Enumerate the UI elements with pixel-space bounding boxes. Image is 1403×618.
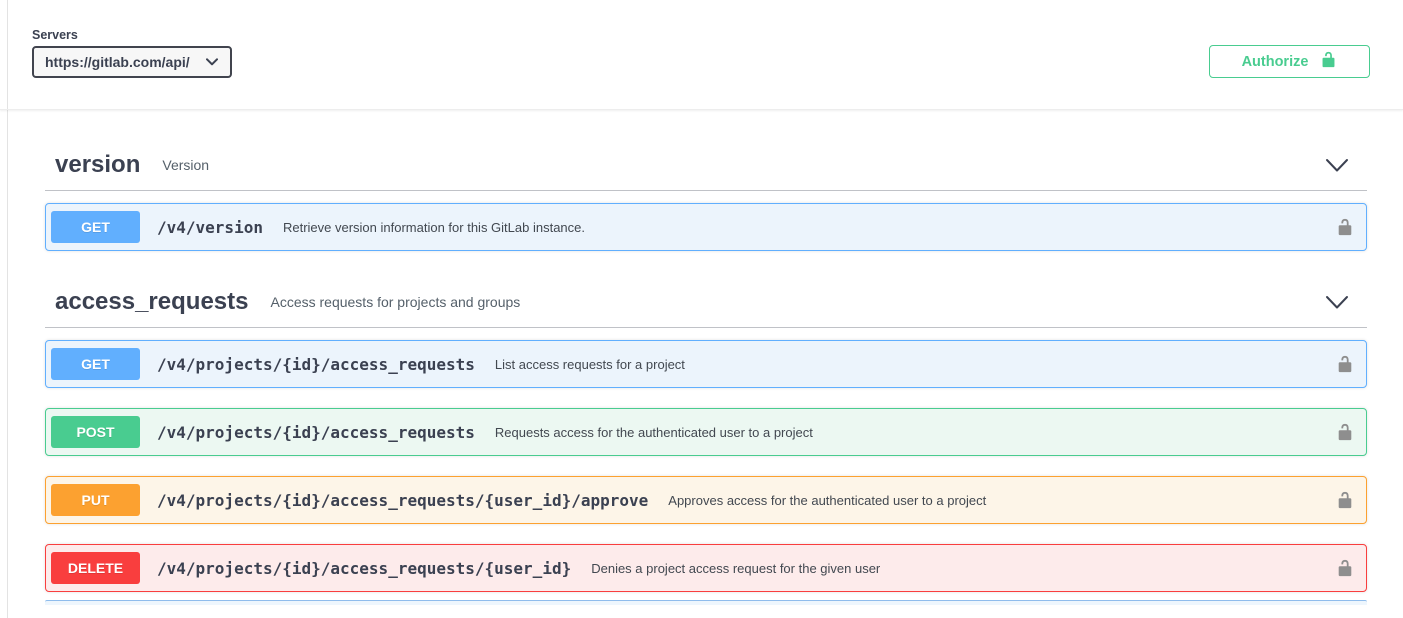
tag-title: version bbox=[55, 151, 141, 178]
unlock-icon bbox=[1338, 423, 1352, 441]
method-badge: GET bbox=[51, 348, 140, 380]
authorization-lock-button[interactable] bbox=[1336, 559, 1354, 577]
authorize-button[interactable]: Authorize bbox=[1209, 45, 1370, 78]
tag-header-version[interactable]: version Version bbox=[45, 140, 1367, 191]
operation-path: /v4/projects/{id}/access_requests/{user_… bbox=[157, 490, 649, 510]
operation-summary: Retrieve version information for this Gi… bbox=[282, 219, 585, 235]
authorization-lock-button[interactable] bbox=[1336, 355, 1354, 373]
operation-path: /v4/projects/{id}/access_requests bbox=[157, 422, 475, 442]
server-select-value: https://gitlab.com/api/ bbox=[45, 54, 190, 70]
operation-summary: Denies a project access request for the … bbox=[591, 560, 881, 576]
tag-title: access_requests bbox=[55, 288, 249, 315]
tag-header-access-requests[interactable]: access_requests Access requests for proj… bbox=[45, 277, 1367, 328]
authorization-lock-button[interactable] bbox=[1336, 423, 1354, 441]
servers-label: Servers bbox=[32, 28, 78, 42]
unlock-icon bbox=[1338, 559, 1352, 577]
operation-row-get-version[interactable]: GET /v4/version Retrieve version informa… bbox=[45, 203, 1367, 251]
authorization-lock-button[interactable] bbox=[1336, 218, 1354, 236]
operation-summary: Approves access for the authenticated us… bbox=[668, 492, 987, 508]
operation-summary: List access requests for a project bbox=[494, 356, 685, 372]
authorization-lock-button[interactable] bbox=[1336, 491, 1354, 509]
tag-description: Version bbox=[162, 157, 210, 173]
tag-section-access-requests: access_requests Access requests for proj… bbox=[45, 277, 1367, 605]
tag-description: Access requests for projects and groups bbox=[270, 294, 521, 310]
scheme-container: Servers https://gitlab.com/api/ Authoriz… bbox=[0, 0, 1403, 110]
operation-path: /v4/projects/{id}/access_requests/{user_… bbox=[157, 558, 572, 578]
method-badge: GET bbox=[51, 211, 140, 243]
chevron-down-icon bbox=[205, 58, 218, 66]
partial-next-operation-row bbox=[45, 600, 1367, 605]
unlock-icon bbox=[1338, 355, 1352, 373]
operation-row-put-approve[interactable]: PUT /v4/projects/{id}/access_requests/{u… bbox=[45, 476, 1367, 524]
method-badge: POST bbox=[51, 416, 140, 448]
unlock-icon bbox=[1338, 491, 1352, 509]
server-select[interactable]: https://gitlab.com/api/ bbox=[32, 46, 232, 78]
api-main: version Version GET /v4/version Retrieve… bbox=[0, 140, 1403, 605]
tag-section-version: version Version GET /v4/version Retrieve… bbox=[45, 140, 1367, 251]
authorize-button-label: Authorize bbox=[1241, 53, 1309, 70]
unlock-icon bbox=[1338, 218, 1352, 236]
chevron-down-icon bbox=[1325, 295, 1349, 310]
method-badge: PUT bbox=[51, 484, 140, 516]
method-badge: DELETE bbox=[51, 552, 140, 584]
operation-summary: Requests access for the authenticated us… bbox=[494, 424, 813, 440]
unlock-icon bbox=[1320, 51, 1337, 72]
page-left-divider bbox=[7, 0, 8, 618]
operation-path: /v4/projects/{id}/access_requests bbox=[157, 354, 475, 374]
chevron-down-icon bbox=[1325, 158, 1349, 173]
operation-row-delete-access-request[interactable]: DELETE /v4/projects/{id}/access_requests… bbox=[45, 544, 1367, 592]
operation-path: /v4/version bbox=[157, 217, 263, 237]
operation-row-get-access-requests[interactable]: GET /v4/projects/{id}/access_requests Li… bbox=[45, 340, 1367, 388]
operation-row-post-access-requests[interactable]: POST /v4/projects/{id}/access_requests R… bbox=[45, 408, 1367, 456]
